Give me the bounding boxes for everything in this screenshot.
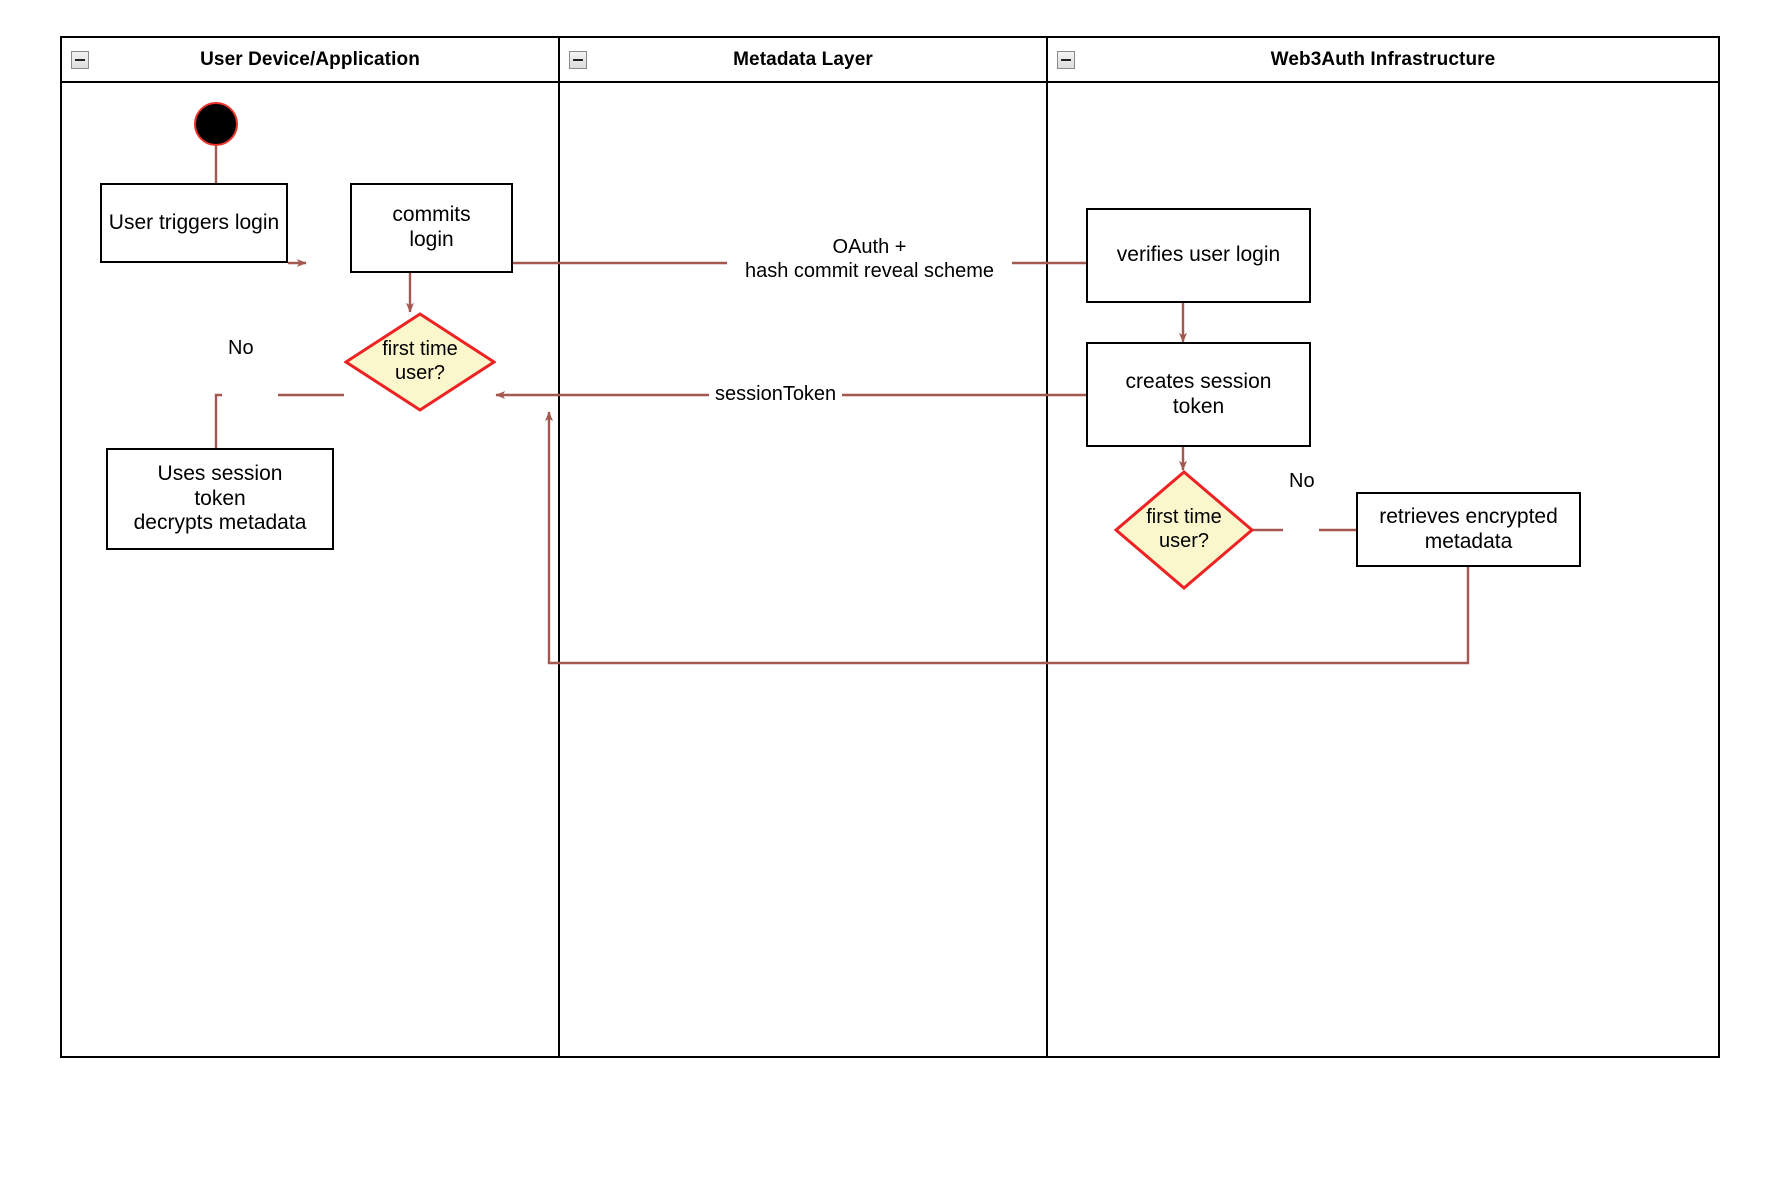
swimlane-metadata-layer[interactable]: Metadata Layer — [558, 36, 1048, 1058]
node-label-line1: retrieves encrypted — [1379, 504, 1558, 528]
activity-verifies-user-login[interactable]: verifies user login — [1086, 208, 1311, 303]
decision-first-time-user-client[interactable]: first time user? — [344, 312, 496, 412]
node-label: User triggers login — [108, 210, 280, 234]
edge-label-oauth: OAuth + hash commit reveal scheme — [727, 236, 1012, 284]
activity-retrieves-encrypted-metadata[interactable]: retrieves encrypted metadata — [1356, 492, 1581, 567]
node-label-line2: metadata — [1424, 529, 1513, 553]
edge-label-oauth-line1: OAuth + — [832, 236, 907, 258]
edge-label-no-server: No — [1283, 470, 1321, 494]
swimlane-title: Metadata Layer — [733, 48, 873, 70]
node-label-line2: token — [194, 486, 246, 510]
activity-uses-session-token-decrypts-metadata[interactable]: Uses session token decrypts metadata — [106, 448, 334, 550]
swimlane-title: Web3Auth Infrastructure — [1270, 48, 1496, 70]
node-label-line1: Uses session — [157, 461, 283, 485]
diamond-shape — [344, 312, 496, 412]
swimlane-header-user-device: User Device/Application — [62, 38, 558, 83]
edge-label-no-client: No — [222, 337, 260, 361]
node-label-line2: token — [1172, 394, 1225, 418]
node-label-line3: decrypts metadata — [133, 511, 307, 535]
diamond-shape — [1114, 470, 1254, 590]
activity-commits-login[interactable]: commits login — [350, 183, 513, 273]
activity-creates-session-token[interactable]: creates session token — [1086, 342, 1311, 447]
initial-start-node[interactable] — [194, 102, 238, 146]
edge-label-session-token: sessionToken — [709, 383, 843, 407]
swimlane-header-metadata-layer: Metadata Layer — [560, 38, 1046, 83]
swimlane-title: User Device/Application — [200, 48, 420, 70]
node-label-line1: creates session — [1125, 369, 1272, 393]
activity-user-triggers-login[interactable]: User triggers login — [100, 183, 288, 263]
node-label-line2: login — [409, 228, 454, 251]
edge-label-oauth-line2: hash commit reveal scheme — [745, 259, 994, 282]
decision-first-time-user-server[interactable]: first time user? — [1114, 470, 1254, 590]
collapse-minus-icon[interactable] — [569, 51, 587, 69]
node-label-line1: commits — [392, 203, 471, 227]
node-label: verifies user login — [1116, 243, 1281, 267]
collapse-minus-icon[interactable] — [71, 51, 89, 69]
collapse-minus-icon[interactable] — [1057, 51, 1075, 69]
swimlane-header-web3auth-infrastructure: Web3Auth Infrastructure — [1048, 38, 1718, 83]
